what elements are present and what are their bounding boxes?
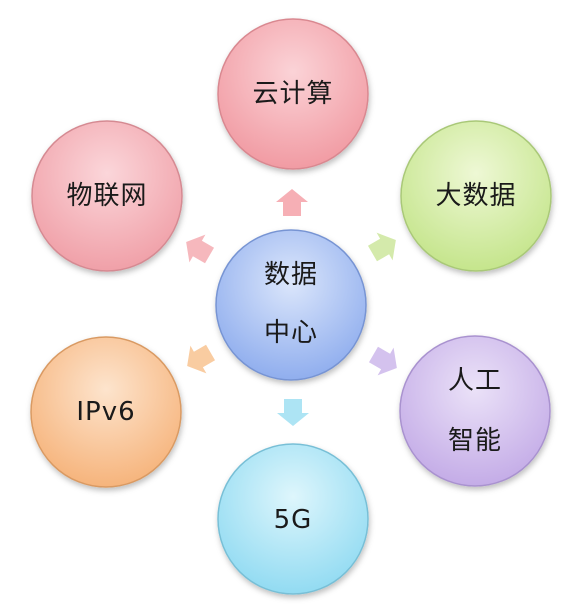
node-ai-label-line1: 人工 [447,366,502,396]
node-ipv6-label: IPv6 [76,397,136,427]
arrow-to-bigdata [367,232,396,262]
arrow-to-ipv6 [187,344,216,374]
arrow-to-5g [277,399,309,426]
node-iot-label: 物联网 [66,181,148,211]
node-cloud-label: 云计算 [252,79,334,109]
node-ipv6-circle [30,336,182,488]
node-5g-circle [217,443,369,595]
node-ai-circle [399,335,551,487]
node-bigdata-circle [400,120,552,272]
center-label-line1: 数据 [263,260,318,290]
node-iot-circle [31,120,183,272]
node-bigdata-label: 大数据 [435,181,517,211]
node-ai-label-line2: 智能 [447,426,502,456]
node-cloud-circle [217,18,369,170]
center-circle [215,229,367,381]
node-5g-label: 5G [273,505,313,535]
arrow-to-ai [368,346,397,376]
center-label-line2: 中心 [263,318,318,348]
arrow-to-cloud [276,189,308,216]
arrow-to-iot [186,234,215,264]
